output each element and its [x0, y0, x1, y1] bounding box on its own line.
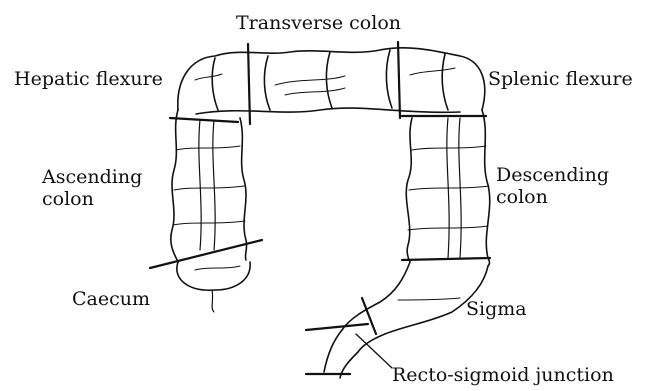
- recto-sigmoid-divider: [306, 324, 368, 330]
- descending-colon-label: Descending colon: [496, 164, 609, 208]
- hepatic-ascending-divider: [170, 118, 238, 122]
- ascending-colon-shape: [171, 110, 247, 262]
- hepatic-transverse-divider: [248, 44, 250, 124]
- transverse-splenic-divider: [398, 42, 400, 118]
- rectum-shape: [324, 330, 358, 378]
- recto-sigmoid-junction-label: Recto-sigmoid junction: [392, 364, 614, 386]
- sigma-upper-divider: [362, 298, 376, 334]
- sigma-label: Sigma: [466, 298, 527, 320]
- ascending-colon-label-line2: colon: [42, 188, 142, 210]
- descending-colon-shape: [406, 110, 489, 266]
- transverse-colon-shape: [178, 48, 485, 114]
- caecum-label: Caecum: [72, 288, 150, 310]
- descending-colon-label-line1: Descending: [496, 164, 609, 186]
- descending-sigma-divider: [402, 258, 490, 260]
- transverse-colon-label: Transverse colon: [236, 12, 401, 34]
- ascending-colon-label: Ascending colon: [42, 166, 142, 210]
- descending-colon-label-line2: colon: [496, 186, 609, 208]
- hepatic-flexure-label: Hepatic flexure: [14, 68, 163, 90]
- caecum-shape: [177, 262, 250, 312]
- splenic-flexure-label: Splenic flexure: [488, 68, 633, 90]
- ascending-colon-label-line1: Ascending: [42, 166, 142, 188]
